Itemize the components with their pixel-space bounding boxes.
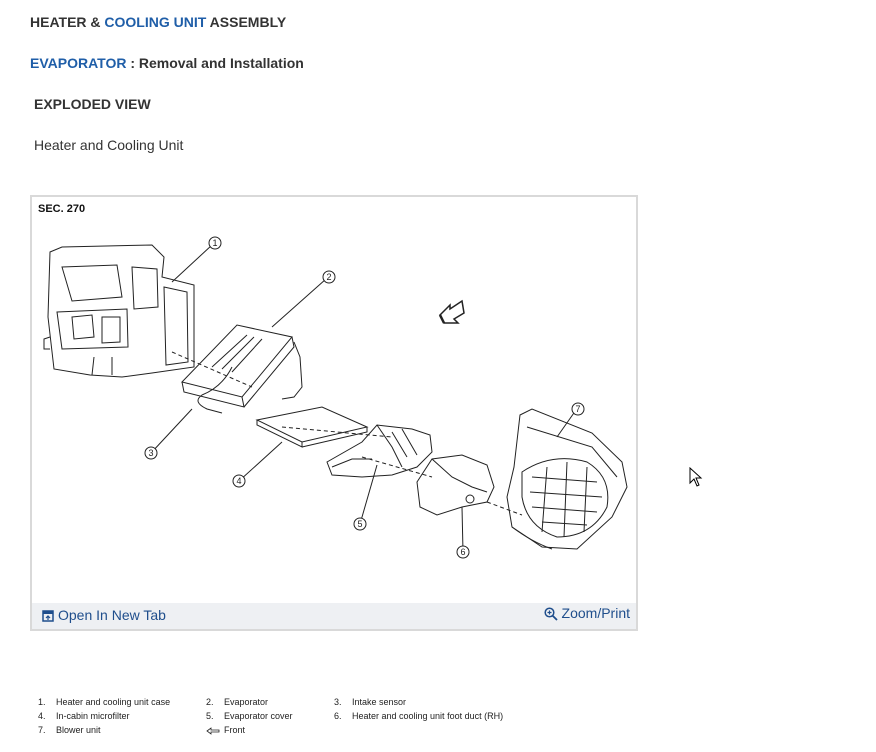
zoom-print-label: Zoom/Print xyxy=(561,605,630,621)
mouse-cursor-icon xyxy=(689,467,703,487)
title-text: : Removal and Installation xyxy=(126,55,304,71)
exploded-view-diagram[interactable]: 1 2 3 4 5 6 7 xyxy=(32,197,636,605)
legend-item: 3.Intake sensor xyxy=(334,697,407,707)
callout-3: 3 xyxy=(144,446,158,460)
legend-item: 1.Heater and cooling unit case xyxy=(38,697,171,707)
evaporator-drawing xyxy=(181,324,303,414)
zoom-print-button[interactable]: Zoom/Print xyxy=(543,605,630,621)
svg-text:2: 2 xyxy=(326,272,331,282)
section-label: SEC. 270 xyxy=(38,203,86,215)
svg-text:7: 7 xyxy=(575,404,580,414)
legend-item: 6.Heater and cooling unit foot duct (RH) xyxy=(334,711,504,721)
svg-text:4: 4 xyxy=(236,476,241,486)
zoom-icon xyxy=(543,607,558,621)
figure-toolbar: Open In New Tab Zoom/Print xyxy=(32,603,636,629)
exploded-view-figure: SEC. 270 xyxy=(30,195,638,631)
front-arrow-icon xyxy=(438,299,465,324)
callout-4: 4 xyxy=(232,474,246,488)
heater-cooling-case-drawing xyxy=(43,244,195,378)
blower-unit-drawing xyxy=(506,408,628,550)
open-in-new-tab-button[interactable]: Open In New Tab xyxy=(42,607,166,623)
svg-text:6: 6 xyxy=(460,547,465,557)
legend-item: 7.Blower unit xyxy=(38,725,101,735)
open-new-tab-icon xyxy=(42,610,54,623)
legend-item: 2.Evaporator xyxy=(206,697,269,707)
microfilter-drawing xyxy=(255,406,369,448)
cooling-unit-link[interactable]: COOLING UNIT xyxy=(104,14,207,30)
breadcrumb-heading: HEATER & COOLING UNIT ASSEMBLY xyxy=(30,14,286,30)
legend-item: Front xyxy=(206,725,245,735)
callout-1: 1 xyxy=(208,236,222,250)
page-title: EVAPORATOR : Removal and Installation xyxy=(30,55,304,71)
callout-5: 5 xyxy=(353,517,367,531)
foot-duct-drawing xyxy=(416,454,495,516)
legend-item: 5.Evaporator cover xyxy=(206,711,293,721)
heading-text: HEATER & xyxy=(30,14,105,30)
svg-text:5: 5 xyxy=(357,519,362,529)
callout-6: 6 xyxy=(456,545,470,559)
evaporator-link[interactable]: EVAPORATOR xyxy=(30,55,127,71)
front-arrow-icon xyxy=(206,726,220,735)
section-heading: EXPLODED VIEW xyxy=(34,96,151,112)
subsection-heading: Heater and Cooling Unit xyxy=(34,137,184,153)
open-in-new-tab-label: Open In New Tab xyxy=(58,607,166,623)
callout-7: 7 xyxy=(571,402,585,416)
heading-text: ASSEMBLY xyxy=(206,14,287,30)
callout-2: 2 xyxy=(322,270,336,284)
evaporator-cover-drawing xyxy=(326,424,433,478)
legend-item: 4.In-cabin microfilter xyxy=(38,711,130,721)
svg-text:1: 1 xyxy=(212,238,217,248)
svg-text:3: 3 xyxy=(148,448,153,458)
